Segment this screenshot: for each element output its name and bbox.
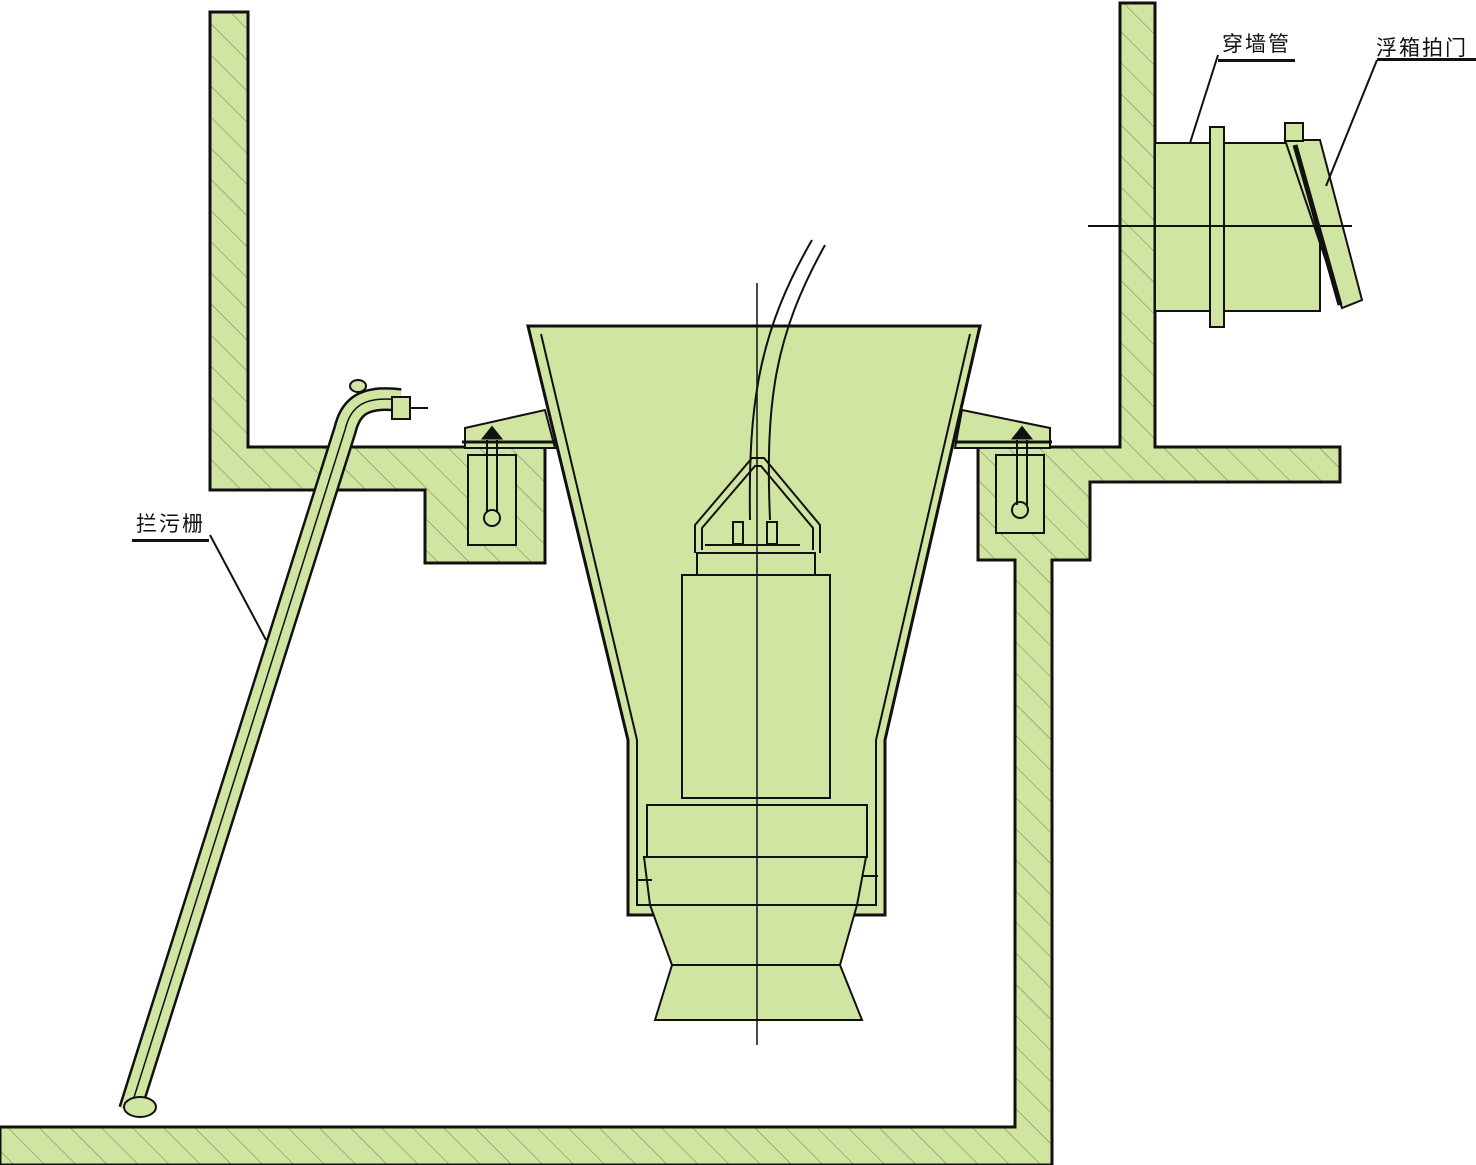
label-wall-pipe: 穿墙管 — [1218, 28, 1295, 62]
trash-rack — [118, 379, 428, 1118]
flap-gate-underline — [1377, 58, 1476, 61]
right-wall-and-floor — [0, 1, 1342, 1165]
power-cable — [748, 239, 826, 521]
right-bracket-pocket — [995, 454, 1045, 534]
left-bracket-pocket — [467, 454, 517, 546]
label-flap-gate: 浮箱拍门 — [1376, 36, 1468, 60]
pump-outlet — [648, 904, 864, 1021]
label-trash-rack: 拦污栅 — [132, 508, 209, 542]
pump-motor — [681, 574, 831, 799]
